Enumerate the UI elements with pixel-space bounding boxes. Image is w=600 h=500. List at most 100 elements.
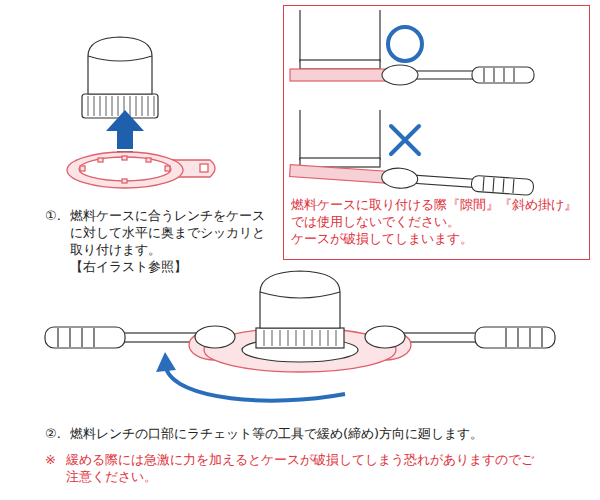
- fuel-case-large-part-part: [272, 330, 273, 346]
- warning-box: 燃料ケースに取り付ける際『隙間』『斜め掛け』では使用しないでください。ケースが破…: [283, 5, 590, 260]
- ring-wrench-part-part: [80, 166, 85, 171]
- fuel-case-large-part-part: [320, 330, 321, 346]
- wrong-mounting-part-part-part: [413, 175, 473, 187]
- correct-mounting-part: [382, 65, 534, 85]
- step-number: ②.: [45, 425, 61, 442]
- fuel-case-large-part-part: [296, 330, 297, 346]
- fuel-case-large-part: [260, 292, 340, 298]
- correct-mounting-part-part: [300, 60, 380, 69]
- fuel-case: [82, 37, 158, 118]
- reference-note: 【右イラスト参照】: [70, 258, 187, 275]
- correct-mounting-part-part: [382, 65, 418, 85]
- wrong-mounting-part-part: [290, 165, 391, 184]
- ring-wrench-part-part: [165, 166, 170, 171]
- fuel-case-large-part-part: [264, 330, 265, 346]
- fuel-case-large-part-part: [288, 330, 289, 346]
- correct-mounting-part-part: [503, 68, 504, 82]
- rotation-arrow: [156, 352, 345, 401]
- rotation-arrow-part: [156, 352, 176, 372]
- fuel-case-large-part-part: [304, 330, 305, 346]
- wrong-mounting-part-part: [391, 126, 419, 154]
- wrong-mounting-part-part: [299, 110, 300, 160]
- fuel-case-large-part-part: [312, 330, 313, 346]
- warning-text: 燃料ケースに取り付ける際『隙間』『斜め掛け』では使用しないでください。: [291, 196, 582, 230]
- fuel-case-part-part: [148, 96, 149, 116]
- ratchet-handles: [45, 327, 555, 348]
- ratchet-handles-part: [45, 327, 125, 348]
- wrong-mounting-part: [300, 110, 380, 167]
- fuel-case-part: [88, 56, 152, 61]
- fuel-case-part-part: [154, 96, 155, 116]
- correct-mounting-part-part: [379, 10, 380, 62]
- correct-mounting-part-part: [483, 68, 484, 82]
- up-arrow-part: [106, 110, 144, 131]
- step-text: 燃料レンチの口部にラチェット等の工具で緩め(締め)方向に廻します。: [70, 425, 580, 442]
- correct-mounting-part-part: [513, 68, 514, 82]
- fuel-case-part-part: [142, 96, 143, 116]
- ratchet-handles-part: [517, 328, 518, 347]
- fuel-case-large-part: [260, 271, 340, 328]
- ratchet-heads: [195, 326, 405, 348]
- wrong-mounting-part-part-part: [502, 178, 504, 192]
- warning-text: ケースが破損してしまいます。: [291, 230, 582, 247]
- step-number: ①.: [45, 207, 61, 224]
- step-text: 燃料ケースに合うレンチをケースに対して水平に奥までシッカリと取り付けます。: [70, 207, 275, 258]
- wrong-mounting-part: [391, 126, 419, 154]
- ratchet-handles-part: [69, 328, 70, 347]
- fuel-case-part-part: [118, 96, 119, 116]
- fuel-case-part: [88, 96, 154, 116]
- wrong-mounting-part-part: [381, 167, 534, 198]
- fuel-case-part: [88, 37, 152, 94]
- fuel-case-large: [242, 271, 358, 362]
- ratchet-heads-part: [365, 326, 405, 348]
- ratchet-handles-part: [475, 327, 555, 348]
- correct-mounting-part: [300, 10, 380, 69]
- correct-mounting: [290, 10, 534, 85]
- correct-mounting-part: [290, 69, 390, 81]
- fuel-case-large-part: [264, 330, 336, 346]
- ring-wrench-part: [80, 156, 170, 183]
- correct-mounting-part-part: [472, 67, 534, 83]
- wrong-mounting: [289, 110, 534, 198]
- correct-mounting-part-part: [414, 71, 474, 79]
- ratchet-handles-part: [505, 328, 506, 347]
- up-arrow-part: [117, 149, 133, 151]
- ratchet-handles-part: [529, 328, 530, 347]
- ring-wrench-part: [200, 164, 208, 172]
- fuel-case-part-part: [88, 96, 89, 116]
- ring-wrench-part: [79, 157, 171, 181]
- ratchet-handles-part: [400, 333, 482, 342]
- fuel-case-large-part: [256, 328, 344, 348]
- wrong-mounting-part-part-part: [471, 175, 534, 195]
- wrong-mounting-part: [289, 161, 534, 198]
- fuel-case-large-part-part: [336, 330, 337, 346]
- fuel-case-part-part: [136, 96, 137, 116]
- ring-wrench: [67, 152, 215, 188]
- fuel-case-large-part-part: [328, 330, 329, 346]
- fuel-case-part-part: [106, 96, 107, 116]
- ring-wrench-part-part: [146, 158, 151, 162]
- ratchet-handles-part: [81, 328, 82, 347]
- ring-wrench-part-part: [98, 158, 103, 162]
- correct-mounting-part: [388, 27, 422, 61]
- wrong-mounting-part-part-part: [512, 179, 514, 193]
- fuel-case-part: [82, 94, 158, 118]
- ratchet-handles-part: [541, 328, 542, 347]
- caution-mark: ※: [45, 451, 56, 468]
- ratchet-heads-part: [195, 326, 235, 348]
- fuel-case-part-part: [100, 96, 101, 116]
- correct-mounting-part-part: [493, 68, 494, 82]
- correct-mounting-part-part: [299, 10, 300, 62]
- fuel-case-part-part: [130, 96, 131, 116]
- wrong-mounting-part-part: [379, 110, 380, 160]
- rotation-arrow-part: [166, 368, 345, 401]
- wrong-mounting-part-part: [391, 126, 419, 154]
- wrong-mounting-part-part-part: [492, 178, 494, 192]
- caution-text: 緩める際には急激に力を加えるとケースが破損してしまう恐れがありますのでご注意くだ…: [66, 451, 544, 485]
- ring-wrench-part: [67, 152, 183, 188]
- ring-wrench-part-part: [122, 156, 127, 160]
- wrong-mounting-part-part-part: [381, 167, 418, 189]
- ring-wrench-part-part: [122, 179, 127, 183]
- fuel-case-part-part: [94, 96, 95, 116]
- fuel-case-large-part-part: [280, 330, 281, 346]
